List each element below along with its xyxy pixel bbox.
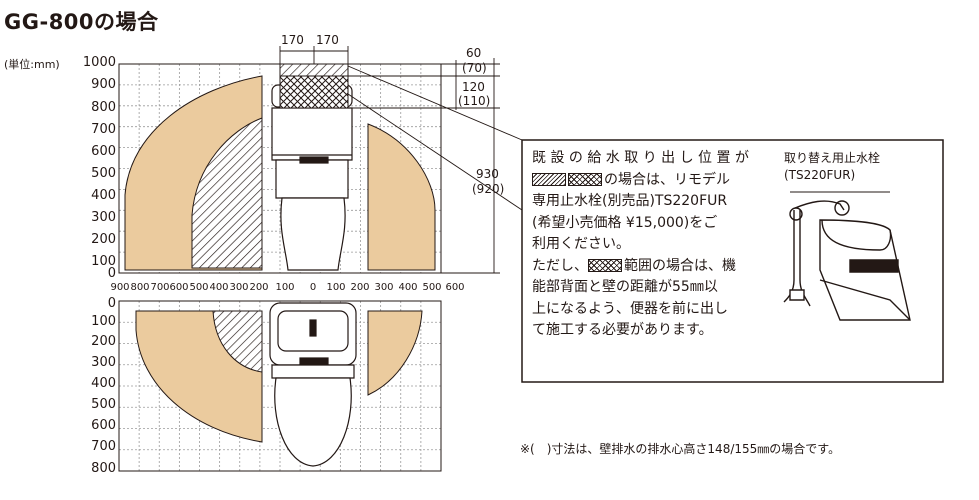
y-tick-label: 600 xyxy=(91,418,116,433)
right-clearance-area xyxy=(367,123,436,271)
faucet-title: 取り替え用止水栓 xyxy=(784,151,881,165)
callout-line: の場合は、リモデル xyxy=(532,170,772,192)
x-tick-label: 0 xyxy=(309,282,317,293)
callout: 既 設 の 給 水 取 り 出 し 位 置 が の場合は、リモデル 専用止水栓(… xyxy=(522,140,943,382)
faucet-model: (TS220FUR) xyxy=(784,168,856,182)
callout-line: 専用止水栓(別売品)TS220FUR xyxy=(532,193,728,209)
callout-line-text: の場合は、リモデル xyxy=(604,171,730,188)
x-tick-label: 800 xyxy=(130,282,150,293)
y-tick-label: 700 xyxy=(91,122,116,137)
y-tick-label: 200 xyxy=(91,232,116,247)
unit-label: (単位:mm) xyxy=(4,58,60,71)
cross-swatch-icon xyxy=(568,172,602,186)
x-tick-label: 300 xyxy=(374,282,394,293)
callout-line: 上になるよう、便器を前に出し xyxy=(532,300,728,317)
dim-60: 60 xyxy=(466,46,482,60)
callout-text: 既 設 の 給 水 取 り 出 し 位 置 が の場合は、リモデル 専用止水栓(… xyxy=(532,148,772,342)
x-tick-label: 100 xyxy=(275,282,295,293)
y-tick-label: 800 xyxy=(91,461,116,476)
faucet-caption: 取り替え用止水栓 (TS220FUR) xyxy=(784,150,880,184)
left-hatched-area xyxy=(191,117,263,269)
y-tick-label: 100 xyxy=(91,314,116,329)
x-tick-label: 400 xyxy=(209,282,229,293)
callout-line: (希望小売価格 ¥15,000)をご xyxy=(532,214,718,231)
x-tick-label: 400 xyxy=(398,282,418,293)
x-tick-label: 200 xyxy=(350,282,370,293)
toilet-side-view xyxy=(271,84,353,271)
toilet-plan-view xyxy=(269,302,357,467)
cross-swatch-icon xyxy=(588,258,622,272)
y-tick-label: 100 xyxy=(91,254,116,269)
left-floor-hatched-area xyxy=(212,310,263,373)
x-tick-label: 700 xyxy=(150,282,170,293)
dim-width-left: 170 xyxy=(281,33,304,47)
dim-920: (920) xyxy=(472,182,505,196)
x-tick-label: 200 xyxy=(249,282,269,293)
y-tick-label: 300 xyxy=(91,210,116,225)
supply-hatched-zone xyxy=(279,63,349,77)
supply-cross-zone xyxy=(279,75,349,109)
y-tick-label: 600 xyxy=(91,144,116,159)
x-tick-label: 100 xyxy=(326,282,346,293)
callout-line: て施工する必要があります。 xyxy=(532,322,713,338)
callout-line-text: ただし、 xyxy=(532,257,588,274)
callout-line-text: 範囲の場合は、機 xyxy=(624,257,736,274)
dimension-lines xyxy=(279,46,500,274)
y-tick-label: 0 xyxy=(107,296,116,311)
y-tick-label: 500 xyxy=(91,397,116,412)
dim-120: 120 xyxy=(462,80,485,94)
footnote: ※( )寸法は、壁排水の排水心高さ148/155㎜の場合です。 xyxy=(520,442,841,456)
y-tick-label: 700 xyxy=(91,439,116,454)
x-tick-label: 300 xyxy=(229,282,249,293)
x-tick-label: 600 xyxy=(169,282,189,293)
y-tick-label: 300 xyxy=(91,355,116,370)
x-tick-label: 500 xyxy=(189,282,209,293)
callout-line: 既 設 の 給 水 取 り 出 し 位 置 が xyxy=(532,150,749,166)
y-tick-label: 900 xyxy=(91,77,116,92)
y-tick-label: 200 xyxy=(91,334,116,349)
callout-line: ただし、 範囲の場合は、機 xyxy=(532,256,772,278)
dim-110: (110) xyxy=(458,94,491,108)
callout-line: 利用ください。 xyxy=(532,236,630,252)
y-tick-label: 1000 xyxy=(82,55,116,70)
hatch-swatch-icon xyxy=(532,172,566,186)
callout-leader-lines xyxy=(347,65,523,211)
dim-70: (70) xyxy=(462,61,487,75)
faucet-illustration xyxy=(783,191,911,321)
y-tick-label: 400 xyxy=(91,188,116,203)
y-tick-label: 400 xyxy=(91,376,116,391)
callout-line: 能部背面と壁の距離が55㎜以 xyxy=(532,279,718,295)
dim-930: 930 xyxy=(476,167,499,181)
x-tick-label: 500 xyxy=(422,282,442,293)
x-tick-label: 600 xyxy=(445,282,465,293)
y-tick-label: 0 xyxy=(107,266,116,281)
right-floor-area xyxy=(367,310,423,396)
y-tick-label: 500 xyxy=(91,166,116,181)
page-title: GG-800の場合 xyxy=(4,10,159,34)
y-tick-label: 800 xyxy=(91,100,116,115)
x-tick-label: 900 xyxy=(110,282,130,293)
dim-width-right: 170 xyxy=(316,33,339,47)
